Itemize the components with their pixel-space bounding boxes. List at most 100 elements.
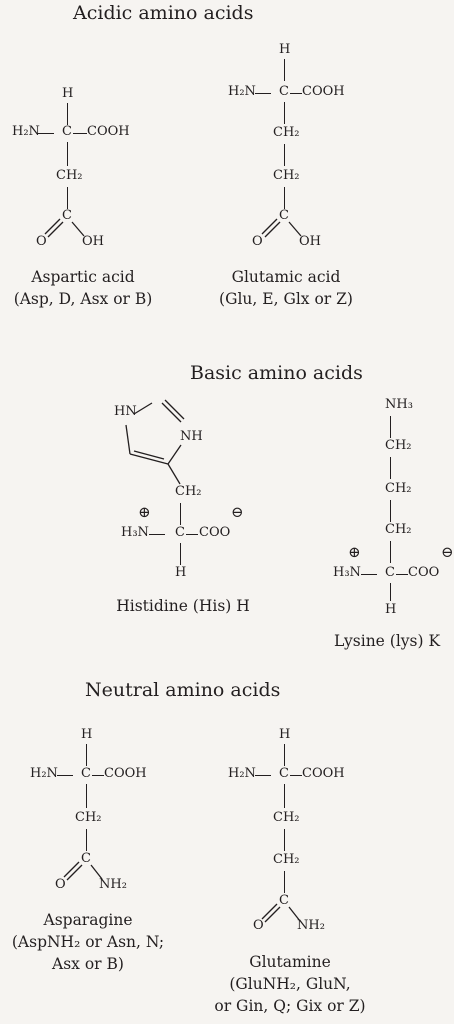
hydroxyl-group: OH (82, 234, 104, 249)
side-chain-carbon: C (279, 893, 289, 908)
amino-group: H₂N (30, 766, 58, 781)
hydrogen-atom: H (385, 602, 397, 617)
side-chain-bonds (261, 218, 302, 238)
aspartic-acid-codes: (Asp, D, Asx or B) (13, 290, 153, 308)
hydrogen-atom: H (279, 42, 291, 57)
bond (390, 541, 392, 563)
neutral-heading: Neutral amino acids (85, 679, 281, 701)
alpha-carbon: C (81, 766, 91, 781)
bond (284, 829, 286, 851)
amino-group: H₂N (12, 124, 40, 139)
bond (284, 102, 286, 124)
bond (284, 744, 286, 766)
alpha-carbon: C (279, 766, 289, 781)
amino-group: H₂N (228, 766, 256, 781)
methylene-group: CH₂ (385, 438, 412, 453)
hydrogen-atom: H (279, 727, 291, 742)
carboxylate-group: COO (408, 565, 440, 580)
methylene-group: CH₂ (56, 168, 83, 183)
bond (186, 534, 198, 536)
bond (38, 133, 54, 135)
glutamine-codes: (GluNH₂, GluN, (229, 975, 351, 993)
bond (284, 144, 286, 166)
carbonyl-oxygen: O (36, 234, 47, 249)
carboxyl-group: COOH (104, 766, 147, 781)
glutamine-name: Glutamine (249, 953, 331, 971)
bond (284, 871, 286, 893)
bond (255, 775, 271, 777)
bond (284, 784, 286, 808)
asparagine-codes-cont: Asx or B) (52, 955, 124, 973)
methylene-group: CH₂ (273, 810, 300, 825)
ammonium-group: H₃N (333, 565, 361, 580)
ammonium-group: H₃N (121, 525, 149, 540)
methylene-group: CH₂ (385, 522, 412, 537)
asparagine-name: Asparagine (43, 911, 133, 929)
acidic-heading: Acidic amino acids (73, 2, 254, 24)
methylene-group: CH₂ (273, 852, 300, 867)
bond (284, 59, 286, 81)
carbonyl-oxygen: O (252, 234, 263, 249)
methylene-group: CH₂ (385, 481, 412, 496)
bond (67, 187, 69, 209)
imidazole-ring (125, 399, 185, 485)
alpha-carbon: C (279, 84, 289, 99)
bond (67, 142, 69, 166)
histidine-name: Histidine (His) H (116, 597, 250, 615)
carboxyl-group: COOH (302, 84, 345, 99)
carboxylate-group: COO (199, 525, 231, 540)
carbonyl-oxygen: O (55, 877, 66, 892)
carboxyl-group: COOH (302, 766, 345, 781)
bond (73, 133, 87, 135)
bond (290, 775, 302, 777)
positive-charge: ⊕ (348, 543, 361, 561)
carboxyl-group: COOH (87, 124, 130, 139)
side-chain-carbon: C (81, 851, 91, 866)
amide-group: NH₂ (99, 877, 127, 892)
bond (390, 416, 392, 438)
bond (390, 583, 392, 601)
glutamic-acid-name: Glutamic acid (231, 268, 341, 286)
alpha-carbon: C (385, 565, 395, 580)
bond (180, 503, 182, 525)
bond (149, 534, 165, 536)
side-chain-carbon: C (62, 208, 72, 223)
bond (390, 500, 392, 522)
bond (284, 187, 286, 209)
bond (180, 543, 182, 565)
amide-group: NH₂ (297, 918, 325, 933)
bond (57, 775, 73, 777)
glutamic-acid-codes: (Glu, E, Glx or Z) (219, 290, 353, 308)
bond (361, 574, 377, 576)
asparagine-codes: (AspNH₂ or Asn, N; (11, 933, 165, 951)
bond (290, 93, 302, 95)
aspartic-acid-name: Aspartic acid (31, 268, 135, 286)
hydrogen-atom: H (62, 86, 74, 101)
methylene-group: CH₂ (175, 484, 202, 499)
hydroxyl-group: OH (299, 234, 321, 249)
methylene-group: CH₂ (273, 125, 300, 140)
ring-nitrogen: NH (180, 429, 203, 444)
basic-heading: Basic amino acids (190, 362, 363, 384)
ring-nitrogen: HN (114, 404, 137, 419)
side-chain-carbon: C (279, 208, 289, 223)
bond (255, 93, 271, 95)
bond (92, 775, 104, 777)
bond (86, 784, 88, 808)
alpha-carbon: C (175, 525, 185, 540)
methylene-group: CH₂ (273, 168, 300, 183)
glutamine-codes-cont: or Gin, Q; Gix or Z) (214, 997, 366, 1015)
hydrogen-atom: H (175, 565, 187, 580)
amino-group: NH₃ (385, 397, 413, 412)
hydrogen-atom: H (81, 727, 93, 742)
bond (67, 103, 69, 125)
amino-group: H₂N (228, 84, 256, 99)
negative-charge: ⊖ (441, 543, 454, 561)
methylene-group: CH₂ (75, 810, 102, 825)
carbonyl-oxygen: O (253, 918, 264, 933)
lysine-name: Lysine (lys) K (334, 632, 441, 650)
alpha-carbon: C (62, 124, 72, 139)
positive-charge: ⊕ (138, 503, 151, 521)
bond (390, 457, 392, 479)
